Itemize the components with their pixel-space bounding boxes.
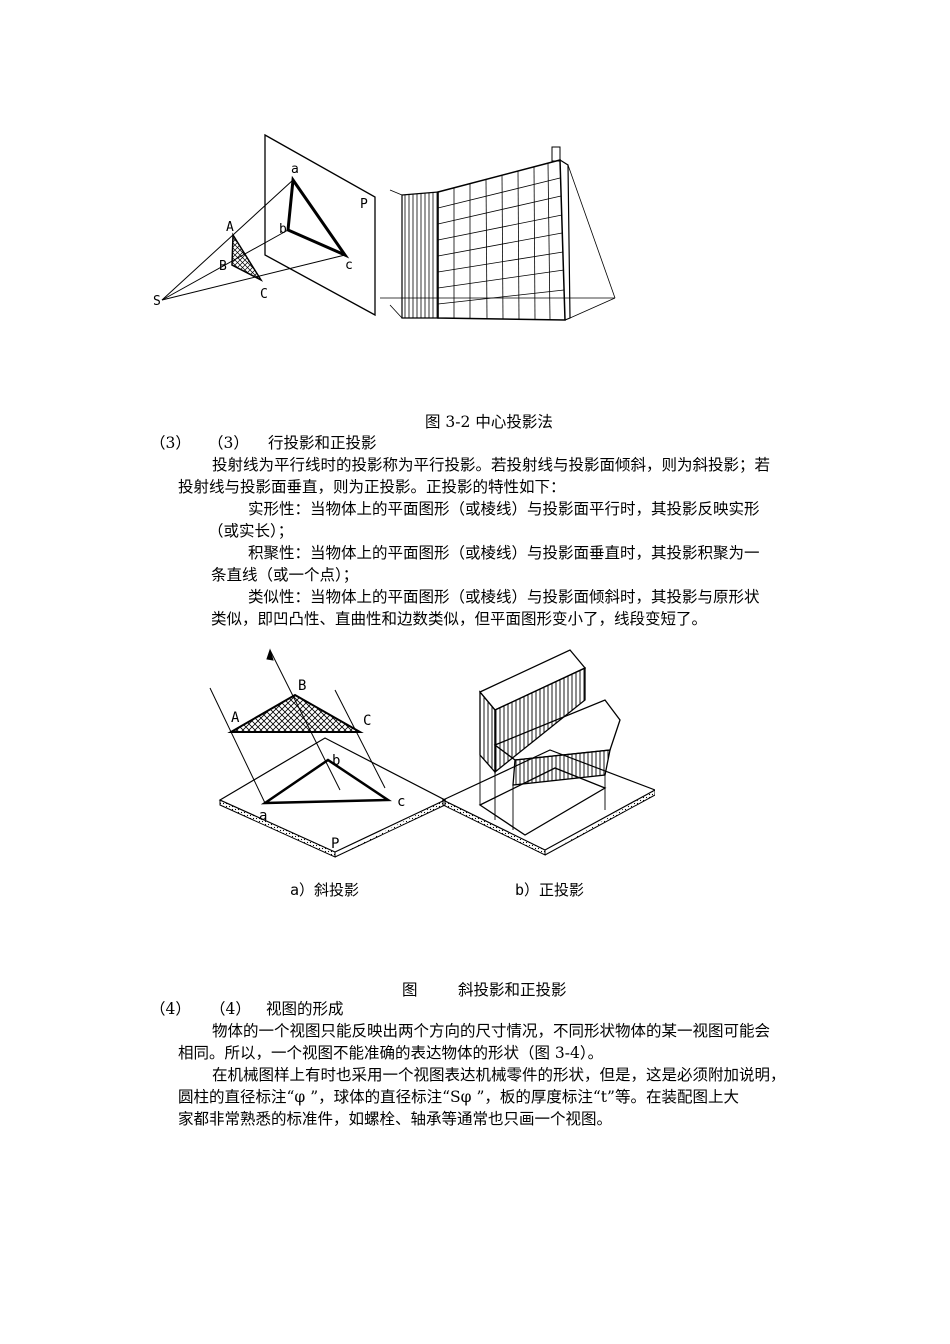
paragraph-line: 物体的一个视图只能反映出两个方向的尺寸情况，不同形状物体的某一视图可能会	[212, 1022, 771, 1040]
building-perspective	[380, 146, 616, 321]
section-heading: 视图的形成	[266, 1000, 344, 1018]
label-C: C	[363, 713, 371, 729]
projected-triangle	[286, 175, 350, 259]
section-number: （3）	[150, 434, 191, 452]
projector-rays	[161, 179, 346, 301]
section-number: （4）	[150, 1000, 191, 1018]
figure-caption-title: 斜投影和正投影	[458, 981, 567, 999]
orthographic-projection	[441, 649, 655, 856]
paragraph-line: 家都非常熟悉的标准件，如螺栓、轴承等通常也只画一个视图。	[178, 1110, 613, 1128]
paragraph-line: （或实长）；	[208, 522, 294, 540]
label-A: A	[226, 220, 234, 235]
paragraph-line: 投射线为平行线时的投影称为平行投影。若投射线与投影面倾斜，则为斜投影；若	[212, 456, 771, 474]
caption-orthographic: b）正投影	[515, 881, 584, 899]
label-C: C	[260, 287, 268, 302]
label-B: B	[219, 259, 227, 274]
figure-caption: 图 3-2 中心投影法	[425, 413, 553, 431]
label-a: a	[291, 162, 299, 177]
paragraph-line: 圆柱的直径标注“φ ”，球体的直径标注“Sφ ”，板的厚度标注“t”等。在装配图…	[178, 1088, 739, 1106]
label-a: a	[259, 808, 267, 824]
label-P: P	[331, 836, 339, 852]
paragraph-line: 类似性：当物体上的平面图形（或棱线）与投影面倾斜时，其投影与原形状	[248, 588, 760, 606]
oblique-projection	[209, 648, 447, 858]
paragraph-line: 积聚性：当物体上的平面图形（或棱线）与投影面垂直时，其投影积聚为一	[248, 544, 760, 562]
label-c: c	[345, 258, 353, 273]
label-S: S	[153, 294, 161, 309]
section-heading: 行投影和正投影	[268, 434, 377, 452]
central-projection-figure: a b c A B C S P	[153, 133, 616, 321]
label-b: b	[279, 222, 287, 237]
projection-plane	[264, 133, 376, 317]
parallel-projection-figure: B A C b a c P a）斜投影 b）正投影	[209, 648, 655, 899]
paragraph-line: 相同。所以，一个视图不能准确的表达物体的形状（图 3-4）。	[178, 1044, 604, 1062]
paragraph-line: 类似，即凹凸性、直曲性和边数类似，但平面图形变小了，线段变短了。	[211, 610, 708, 628]
object-triangle	[231, 232, 264, 282]
label-A: A	[231, 710, 240, 726]
section-number: （4）	[210, 1000, 251, 1018]
paragraph-line: 条直线（或一个点）；	[211, 566, 359, 584]
label-c: c	[397, 794, 405, 810]
paragraph-line: 实形性：当物体上的平面图形（或棱线）与投影面平行时，其投影反映实形	[248, 500, 760, 518]
label-B: B	[298, 678, 306, 694]
paragraph-line: 投射线与投影面垂直，则为正投影。正投影的特性如下：	[178, 478, 566, 496]
label-P: P	[360, 197, 368, 212]
label-b: b	[332, 753, 340, 769]
figure-caption-label: 图	[402, 981, 418, 999]
paragraph-line: 在机械图样上有时也采用一个视图表达机械零件的形状，但是，这是必须附加说明，	[212, 1066, 786, 1084]
caption-oblique: a）斜投影	[290, 881, 359, 899]
section-number: （3）	[208, 434, 249, 452]
